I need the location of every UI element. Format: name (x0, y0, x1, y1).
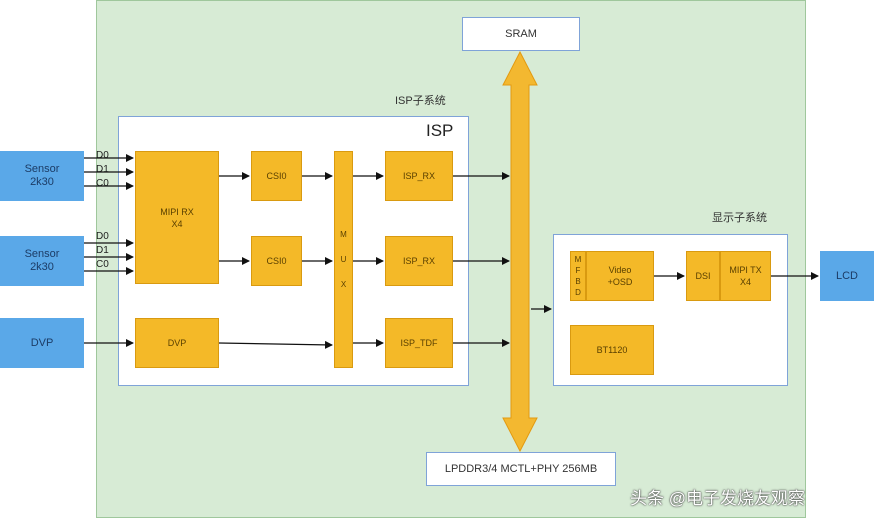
system-bus-arrow (502, 50, 538, 453)
signal-label-d0: D0 (96, 150, 109, 161)
watermark: 头条 @电子发烧友观察 (630, 489, 805, 508)
signal-label-d0: D0 (96, 231, 109, 242)
signal-label-d1: D1 (96, 245, 109, 256)
mfbd-letter: M (574, 255, 582, 264)
dsi-block: DSI (686, 251, 720, 301)
ddr-block: LPDDR3/4 MCTL+PHY 256MB (426, 452, 616, 486)
mipi-rx-block: MIPI RX X4 (135, 151, 219, 284)
isp-tdf-block: ISP_TDF (385, 318, 453, 368)
signal-label-d1: D1 (96, 164, 109, 175)
sensor-input-2: Sensor 2k30 (0, 236, 84, 286)
bt1120-block: BT1120 (570, 325, 654, 375)
mfbd-letter: B (575, 277, 581, 286)
mipi-tx-block: MIPI TX X4 (720, 251, 771, 301)
mux-block: M U X (334, 151, 353, 368)
mux-letter: U (340, 255, 347, 264)
csi-block-2: CSI0 (251, 236, 302, 286)
signal-label-c0: C0 (96, 259, 109, 270)
mfbd-letter: D (575, 288, 581, 297)
display-subsystem-label: 显示子系统 (712, 212, 767, 224)
video-osd-block: Video +OSD (586, 251, 654, 301)
mux-letter: M (340, 230, 347, 239)
connector-arrow (218, 340, 333, 349)
sram-block: SRAM (462, 17, 580, 51)
csi-block-1: CSI0 (251, 151, 302, 201)
isp-rx-block-1: ISP_RX (385, 151, 453, 201)
dvp-input: DVP (0, 318, 84, 368)
signal-label-c0: C0 (96, 178, 109, 189)
isp-rx-block-2: ISP_RX (385, 236, 453, 286)
mfbd-block: M F B D (570, 251, 586, 301)
mfbd-letter: F (575, 266, 581, 275)
mux-letter: X (340, 280, 347, 289)
sensor-input-1: Sensor 2k30 (0, 151, 84, 201)
lcd-output: LCD (820, 251, 874, 301)
isp-title: ISP (426, 121, 454, 140)
isp-subsystem-label: ISP子系统 (395, 95, 446, 107)
dvp-block: DVP (135, 318, 219, 368)
